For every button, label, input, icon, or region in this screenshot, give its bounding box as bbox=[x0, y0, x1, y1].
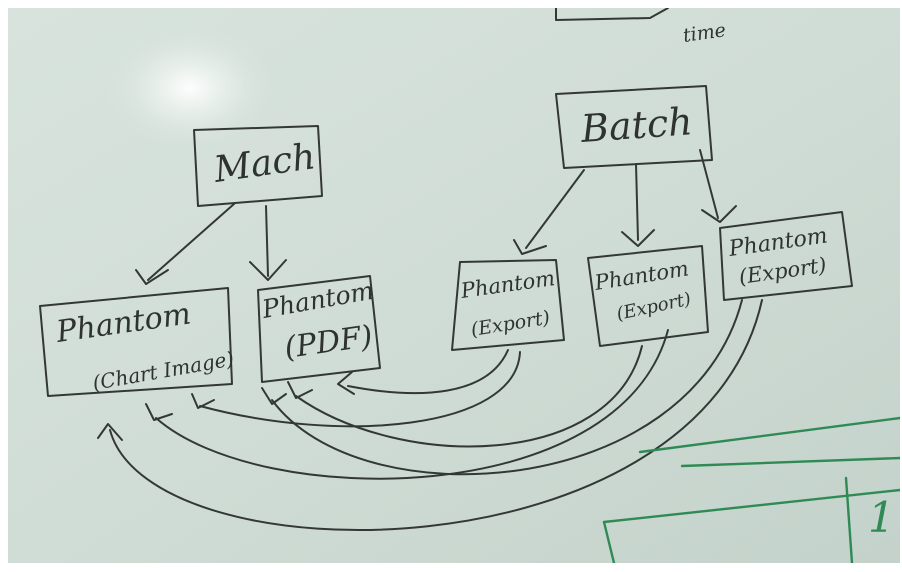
light-glare bbox=[105, 26, 275, 150]
phantom-chart-box bbox=[39, 287, 233, 397]
curve-export-3-to-pdf bbox=[271, 299, 743, 476]
phantom-pdf-box bbox=[257, 275, 381, 383]
green-line-right-vertical bbox=[844, 476, 854, 565]
curve-export-1-to-chart bbox=[199, 351, 521, 428]
arrow-batch-to-export-2 bbox=[635, 163, 639, 241]
curve-export-3-to-pdf-head bbox=[261, 387, 287, 405]
curve-export-1-to-pdf-head bbox=[337, 371, 355, 395]
arrow-mach-to-chart bbox=[147, 203, 235, 281]
green-line-left-vertical bbox=[602, 520, 616, 565]
arrow-batch-to-export-1 bbox=[525, 169, 585, 249]
arrow-mach-to-pdf-head bbox=[249, 259, 287, 281]
batch-label: Batch bbox=[579, 99, 694, 151]
curve-export-1-to-chart-head bbox=[191, 393, 215, 409]
curve-export-3-to-chart-head bbox=[97, 423, 123, 441]
green-line-top bbox=[638, 416, 902, 454]
mach-box bbox=[193, 125, 323, 207]
green-line-middle bbox=[680, 456, 902, 468]
green-line-lower bbox=[602, 488, 902, 524]
arrow-batch-to-export-3-head bbox=[701, 205, 737, 223]
corner-number: 1 bbox=[868, 493, 895, 542]
arrow-mach-to-chart-head bbox=[135, 269, 169, 285]
arrow-batch-to-export-1-head bbox=[513, 239, 547, 255]
phantom-export-2-box bbox=[587, 245, 709, 347]
phantom-export-1-box bbox=[451, 259, 565, 351]
curve-export-2-to-pdf bbox=[295, 345, 643, 448]
arrow-batch-to-export-3 bbox=[699, 149, 719, 219]
phantom-export-3-box bbox=[719, 211, 853, 301]
curve-export-1-to-pdf bbox=[347, 349, 509, 395]
batch-box bbox=[555, 85, 713, 169]
curve-export-2-to-pdf-head bbox=[287, 381, 313, 399]
curve-export-2-to-chart-head bbox=[145, 403, 173, 421]
curve-export-2-to-chart bbox=[155, 329, 669, 480]
curve-export-3-to-chart bbox=[109, 299, 763, 531]
arrow-mach-to-pdf bbox=[265, 205, 269, 277]
top-partial-box bbox=[555, 7, 669, 21]
arrow-batch-to-export-2-head bbox=[621, 229, 655, 247]
